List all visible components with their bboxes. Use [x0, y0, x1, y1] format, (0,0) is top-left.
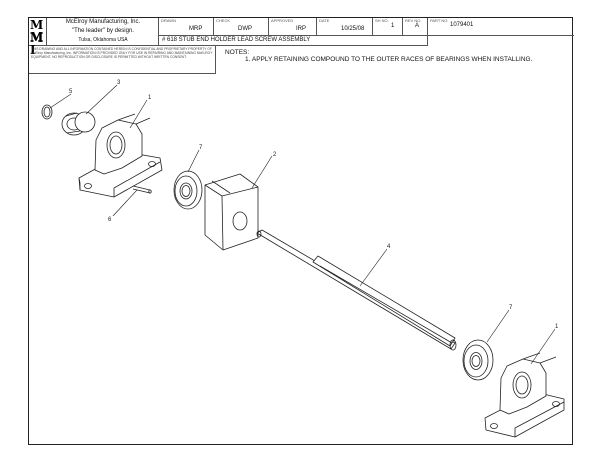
company-location: Tulsa, Oklahoma USA — [78, 37, 128, 43]
logo-bottom: M I — [30, 31, 44, 57]
balloon-2: 2 — [273, 152, 277, 158]
date-cell: DATE 10/25/08 — [317, 18, 373, 36]
drawing-sheet: M M M I McElroy Manufacturing, Inc. "The… — [28, 17, 574, 445]
balloon-5: 5 — [69, 89, 73, 95]
company-tagline: "The leader" by design. — [72, 28, 134, 34]
pin-6 — [132, 185, 152, 194]
balloon-4: 4 — [387, 244, 391, 250]
part-label: PART NO. — [430, 18, 449, 23]
balloon-1: 1 — [148, 95, 152, 101]
lead-screw — [256, 229, 457, 351]
rev-cell: REV NO. A — [403, 18, 428, 36]
pillow-block-left — [78, 113, 163, 198]
part-cell: PART NO. 1079401 — [428, 18, 574, 36]
check-label: CHECK — [216, 18, 231, 23]
leader-lines — [49, 84, 556, 365]
balloon-7-upper: 7 — [199, 145, 203, 151]
proprietary-notice: THIS DRAWING AND ALL INFORMATION CONTAIN… — [29, 46, 216, 74]
bearing-upper — [173, 170, 203, 210]
approved-label: APPROVED — [271, 18, 294, 23]
date-value: 10/25/08 — [341, 26, 365, 32]
approved-value: IRP — [296, 26, 307, 32]
notes-label: NOTES: — [225, 49, 250, 56]
balloon-3: 3 — [117, 80, 121, 86]
item-balloons: 1 2 3 4 5 6 7 7 1 — [69, 80, 559, 330]
sheet-label: SH NO. — [375, 18, 389, 23]
balloon-1-right: 1 — [555, 324, 559, 330]
balloon-6: 6 — [108, 217, 112, 223]
seal-part-3 — [61, 111, 96, 136]
end-holder-block — [204, 173, 259, 251]
drawing-title: # 618 STUB END HOLDER LEAD SCREW ASSEMBL… — [162, 37, 311, 43]
check-value: DWP — [238, 26, 252, 32]
company-logo: M M M I — [29, 18, 47, 56]
drawn-label: DRAWN — [161, 18, 176, 23]
drawing-title-cell: # 618 STUB END HOLDER LEAD SCREW ASSEMBL… — [159, 36, 428, 46]
date-label: DATE — [319, 18, 330, 23]
company-info: McElroy Manufacturing, Inc. "The leader"… — [47, 18, 159, 46]
sheet-cell: SH NO. 1 — [373, 18, 403, 36]
approved-cell: APPROVED IRP — [269, 18, 317, 36]
logo-top: M M — [30, 18, 44, 44]
retaining-ring-5 — [41, 104, 53, 120]
company-name: McElroy Manufacturing, Inc. — [65, 19, 141, 25]
rev-value: A — [415, 23, 420, 29]
check-cell: CHECK DWP — [214, 18, 269, 36]
drawn-value: MRP — [189, 26, 203, 32]
bearing-lower — [462, 339, 494, 381]
pillow-block-right — [484, 352, 565, 438]
drawn-cell: DRAWN MRP — [159, 18, 214, 36]
rev-label: REV NO. — [405, 18, 422, 23]
balloon-7-lower: 7 — [509, 305, 513, 311]
note-1: 1. APPLY RETAINING COMPOUND TO THE OUTER… — [245, 56, 533, 63]
sheet-value: 1 — [391, 23, 395, 29]
part-value: 1079401 — [450, 22, 474, 28]
